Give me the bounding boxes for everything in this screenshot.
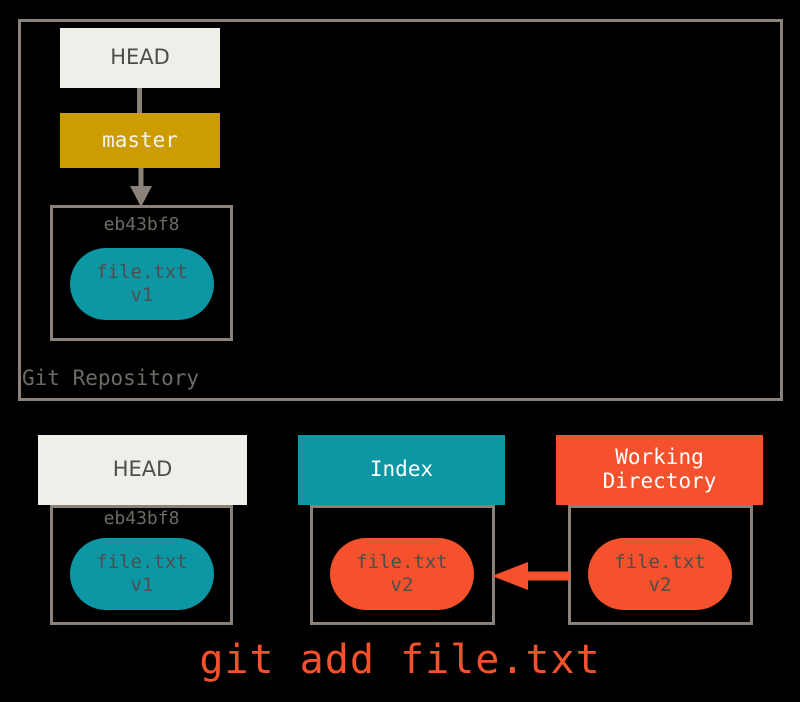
repo-blob-filename: file.txt: [96, 260, 188, 283]
stage-head-title: HEAD: [112, 457, 173, 482]
working-directory-to-index-arrow-icon: [492, 560, 570, 592]
repo-blob[interactable]: file.txt v1: [70, 248, 214, 320]
stage-index-blob-version: v2: [390, 574, 414, 596]
git-repository-frame: [18, 19, 783, 401]
stage-working-directory-title: Working Directory: [602, 445, 717, 493]
stage-head-blob[interactable]: file.txt v1: [70, 538, 214, 610]
stage-index-blob[interactable]: file.txt v2: [330, 538, 474, 610]
stage-head-plate[interactable]: HEAD: [38, 435, 247, 505]
stage-head-commit-id: eb43bf8: [103, 508, 180, 529]
command-caption: git add file.txt: [199, 637, 601, 683]
repo-head-label: HEAD: [110, 45, 170, 70]
stage-index-blob-filename: file.txt: [356, 550, 448, 573]
repo-head-plate[interactable]: HEAD: [60, 28, 220, 88]
stage-working-directory-container: [568, 505, 753, 625]
head-to-master-connector: [137, 88, 142, 113]
stage-working-directory-blob-version: v2: [648, 574, 672, 596]
repo-commit-container: [50, 205, 233, 341]
master-to-commit-arrow-icon: [120, 168, 162, 208]
stage-working-directory-blob[interactable]: file.txt v2: [588, 538, 732, 610]
stage-head-blob-filename: file.txt: [96, 550, 188, 573]
stage-working-directory-plate[interactable]: Working Directory: [556, 435, 763, 505]
stage-head-blob-version: v1: [130, 574, 154, 596]
git-repository-label: Git Repository: [22, 366, 200, 390]
repo-branch-label: master: [102, 127, 178, 152]
repo-blob-version: v1: [130, 284, 154, 306]
stage-working-directory-blob-filename: file.txt: [614, 550, 706, 573]
repo-branch-plate[interactable]: master: [60, 113, 220, 168]
stage-index-title: Index: [369, 457, 434, 482]
repo-commit-id: eb43bf8: [103, 214, 180, 235]
stage-index-container: [310, 505, 495, 625]
stage-index-plate[interactable]: Index: [298, 435, 505, 505]
stage-head-container: [50, 505, 233, 625]
